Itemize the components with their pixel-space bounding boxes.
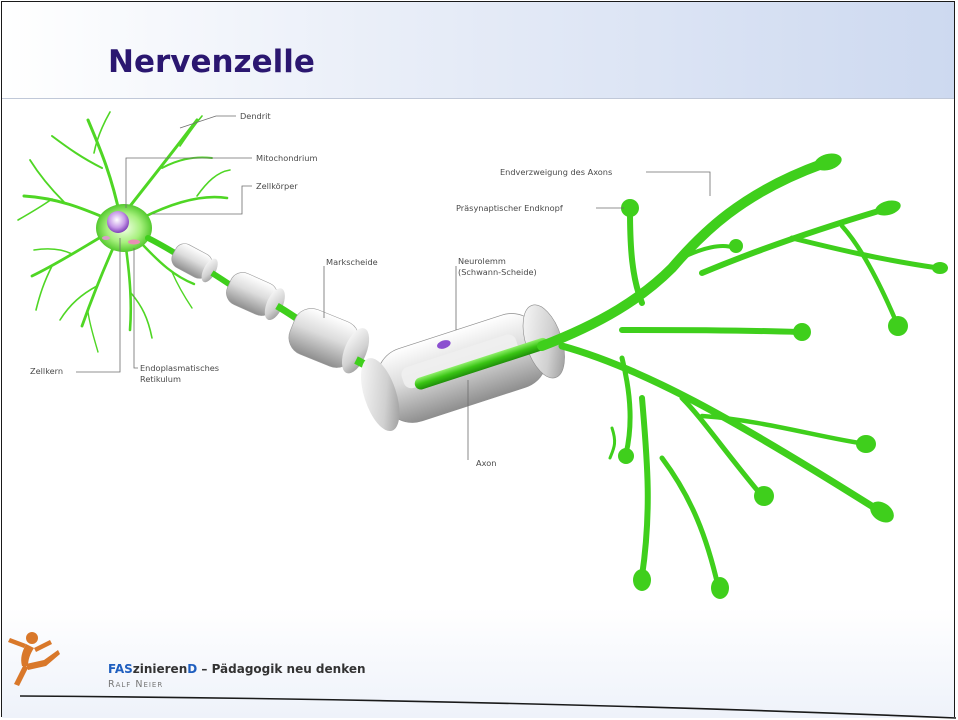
- synaptic-knobs: [618, 151, 948, 599]
- brand-mid: zinieren: [133, 662, 188, 676]
- label-markscheide: Markscheide: [326, 257, 378, 267]
- label-zellkoerper: Zellkörper: [256, 181, 298, 191]
- fasziniered-logo-icon: [4, 626, 74, 696]
- label-er-line1: Endoplasmatisches: [140, 363, 219, 373]
- axon-terminals: [542, 164, 938, 586]
- organelle: [102, 236, 110, 240]
- brand-tagline: – Pädagogik neu denken: [197, 662, 365, 676]
- neuron-diagram: Dendrit Mitochondrium Zellkörper Zellker…: [2, 98, 954, 618]
- label-neurolemm-line2: (Schwann-Scheide): [458, 267, 537, 277]
- nucleus: [107, 211, 129, 233]
- slide-title: Nervenzelle: [108, 44, 315, 80]
- footer-brand: FASzinierenD – Pädagogik neu denken: [108, 662, 366, 676]
- label-neurolemm-line1: Neurolemm: [458, 256, 506, 266]
- label-mitochondrium: Mitochondrium: [256, 153, 317, 163]
- mitochondrium-shape: [128, 240, 140, 245]
- label-dendrit: Dendrit: [240, 111, 271, 121]
- brand-fas: FAS: [108, 662, 133, 676]
- author-name: Ralf Neier: [108, 679, 163, 690]
- label-endverzweigung: Endverzweigung des Axons: [500, 167, 612, 177]
- footer-divider: [20, 694, 956, 720]
- label-axon: Axon: [476, 458, 496, 468]
- author-text: Ralf Neier: [108, 679, 163, 690]
- label-endknopf: Präsynaptischer Endknopf: [456, 203, 564, 213]
- label-zellkern: Zellkern: [30, 366, 63, 376]
- label-er-line2: Retikulum: [140, 374, 181, 384]
- brand-d: D: [187, 662, 197, 676]
